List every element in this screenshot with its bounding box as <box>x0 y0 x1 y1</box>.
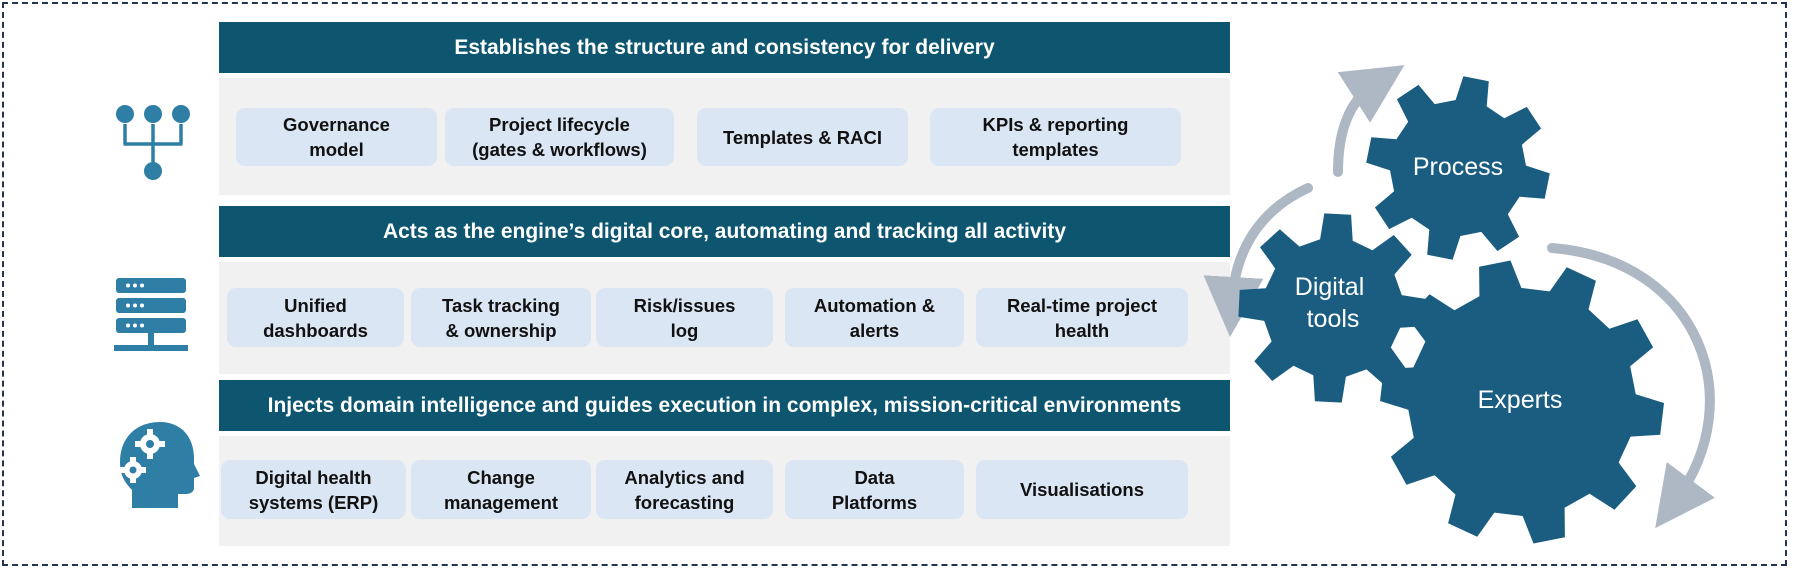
arrow-up <box>1333 65 1405 177</box>
gear-label-digital-tools: Digital tools <box>1295 273 1371 333</box>
gear-experts <box>1380 260 1664 544</box>
pill-visualisations: Visualisations <box>976 460 1188 519</box>
pill-templates-raci: Templates & RACI <box>697 108 908 166</box>
pill-project-lifecycle: Project lifecycle (gates & workflows) <box>445 108 674 166</box>
pill-unified-dashboards: Unified dashboards <box>227 288 404 347</box>
row-header-domain-intelligence: Injects domain intelligence and guides e… <box>219 380 1230 431</box>
server-icon <box>114 278 188 351</box>
arrow-left-down <box>1203 183 1313 337</box>
pill-digital-health-systems: Digital health systems (ERP) <box>221 460 406 519</box>
row-header-structure: Establishes the structure and consistenc… <box>219 22 1230 73</box>
pill-change-management: Change management <box>411 460 591 519</box>
pill-analytics-forecasting: Analytics and forecasting <box>596 460 773 519</box>
pill-automation-alerts: Automation & alerts <box>785 288 964 347</box>
row-header-digital-core: Acts as the engine’s digital core, autom… <box>219 206 1230 257</box>
pill-governance-model: Governance model <box>236 108 437 166</box>
pill-data-platforms: Data Platforms <box>785 460 964 519</box>
pill-kpis-reporting: KPIs & reporting templates <box>930 108 1181 166</box>
pill-task-tracking: Task tracking & ownership <box>411 288 591 347</box>
gear-label-process: Process <box>1413 153 1503 181</box>
gear-process <box>1366 76 1550 260</box>
gear-digital-tools <box>1238 213 1428 403</box>
gears-cycle-diagram: Process Digital tools Experts <box>1203 65 1715 544</box>
head-gears-icon <box>120 422 200 508</box>
arrow-right-down <box>1547 243 1715 529</box>
pill-risk-issues-log: Risk/issues log <box>596 288 773 347</box>
hierarchy-icon <box>116 105 190 180</box>
pill-realtime-health: Real-time project health <box>976 288 1188 347</box>
gear-label-experts: Experts <box>1478 386 1563 414</box>
